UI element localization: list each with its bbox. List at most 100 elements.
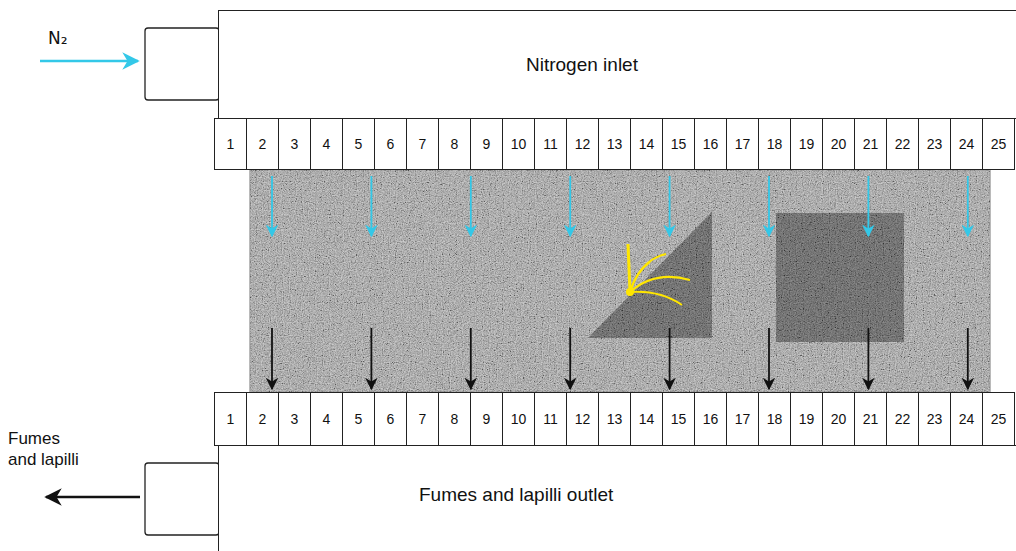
label-text: 17 xyxy=(735,411,751,427)
label-text: 13 xyxy=(607,411,623,427)
nitrogen-flow-arrow xyxy=(669,176,671,236)
fumes-flow-arrow xyxy=(470,328,472,389)
label-text: 9 xyxy=(483,411,491,427)
label-text: 18 xyxy=(767,136,783,152)
label-text: 4 xyxy=(323,136,331,152)
nitrogen-arrow xyxy=(40,60,138,63)
zone-cell: 9 xyxy=(470,118,503,170)
label-text: 25 xyxy=(991,411,1007,427)
zone-cell: 3 xyxy=(278,392,311,446)
zone-cell: 22 xyxy=(886,118,919,170)
burst-spark xyxy=(630,277,690,292)
zone-cell: 9 xyxy=(470,392,503,446)
zone-cell: 10 xyxy=(502,118,535,170)
nitrogen-flow-arrow xyxy=(271,176,273,236)
zone-cell: 18 xyxy=(758,118,791,170)
label-text: 19 xyxy=(799,136,815,152)
label-text: 23 xyxy=(927,411,943,427)
zone-cell: 12 xyxy=(566,392,599,446)
label-text: 7 xyxy=(419,411,427,427)
zone-cell: 2 xyxy=(246,118,279,170)
zone-cell: 11 xyxy=(534,118,567,170)
zone-cell: 21 xyxy=(854,118,887,170)
label-text: 22 xyxy=(895,411,911,427)
fumes-flow-arrow xyxy=(669,328,671,389)
label-text: 23 xyxy=(927,136,943,152)
zone-cell: 19 xyxy=(790,392,823,446)
label-text: 9 xyxy=(483,136,491,152)
zone-cell: 20 xyxy=(822,118,855,170)
nitrogen-flow-arrow xyxy=(569,176,571,236)
label-text: 12 xyxy=(575,411,591,427)
label-text: 15 xyxy=(671,136,687,152)
label-text: 5 xyxy=(355,411,363,427)
nitrogen-flow-arrow xyxy=(370,176,372,236)
burst-spark xyxy=(630,262,650,292)
nitrogen-flow-arrow xyxy=(868,176,870,236)
label-text: 12 xyxy=(575,136,591,152)
label-text: 11 xyxy=(543,411,558,427)
zone-cell: 19 xyxy=(790,118,823,170)
zone-cell: 24 xyxy=(950,118,983,170)
label-text: 7 xyxy=(419,136,427,152)
outlet-label: Fumes and lapilli xyxy=(8,428,88,471)
zone-cell: 12 xyxy=(566,118,599,170)
label-text: 8 xyxy=(451,136,459,152)
fumes-flow-arrow xyxy=(768,328,770,389)
zone-cell: 25 xyxy=(982,392,1015,446)
dark-triangle xyxy=(588,212,712,338)
label-text: 16 xyxy=(703,411,719,427)
inlet-manifold: Nitrogen inlet xyxy=(218,10,1016,119)
zone-cell: 17 xyxy=(726,118,759,170)
fumes-flow-arrow xyxy=(370,328,372,389)
zone-cell: 15 xyxy=(662,118,695,170)
zone-cell: 15 xyxy=(662,392,695,446)
bed-texture xyxy=(250,170,990,392)
label-text: 20 xyxy=(831,411,847,427)
label-text: 16 xyxy=(703,136,719,152)
burst-spark xyxy=(630,292,682,305)
zone-cell: 8 xyxy=(438,392,471,446)
label-text: 25 xyxy=(991,136,1007,152)
zone-cell: 22 xyxy=(886,392,919,446)
zone-cell: 23 xyxy=(918,392,951,446)
zone-cell: 1 xyxy=(214,392,247,446)
square-texture xyxy=(776,213,904,342)
label-text: 14 xyxy=(639,136,655,152)
nitrogen-flow-arrow xyxy=(967,176,969,236)
label-text: 22 xyxy=(895,136,911,152)
label-text: Fumes and lapilli outlet xyxy=(419,484,613,506)
nitrogen-flow-arrow xyxy=(768,176,770,236)
zone-cell: 10 xyxy=(502,392,535,446)
zone-cell: 18 xyxy=(758,392,791,446)
zone-cell: 25 xyxy=(982,118,1015,170)
fumes-flow-arrow xyxy=(868,328,870,389)
zone-cell: 20 xyxy=(822,392,855,446)
label-text: 6 xyxy=(387,411,395,427)
label-text: Nitrogen inlet xyxy=(526,54,638,76)
zone-cell: 21 xyxy=(854,392,887,446)
outlet-manifold: Fumes and lapilli outlet xyxy=(218,445,1016,551)
dark-square xyxy=(776,213,904,342)
label-text: 21 xyxy=(863,136,879,152)
label-text: 3 xyxy=(291,136,299,152)
label-text: 14 xyxy=(639,411,655,427)
label-text: 19 xyxy=(799,411,815,427)
label-text: 24 xyxy=(959,136,975,152)
outlet-port xyxy=(145,463,219,535)
fumes-flow-arrow xyxy=(967,328,969,389)
fumes-flow-arrow xyxy=(569,328,571,389)
label-text: 15 xyxy=(671,411,687,427)
zone-cell: 13 xyxy=(598,118,631,170)
label-text: 6 xyxy=(387,136,395,152)
zone-cell: 24 xyxy=(950,392,983,446)
burst-spark xyxy=(630,254,666,292)
zone-cell: 14 xyxy=(630,392,663,446)
label-text: 10 xyxy=(511,136,527,152)
granular-bed xyxy=(250,170,990,392)
zone-cell: 4 xyxy=(310,392,343,446)
zone-cell: 16 xyxy=(694,392,727,446)
zone-cell: 17 xyxy=(726,392,759,446)
label-text: 17 xyxy=(735,136,751,152)
zone-cell: 4 xyxy=(310,118,343,170)
